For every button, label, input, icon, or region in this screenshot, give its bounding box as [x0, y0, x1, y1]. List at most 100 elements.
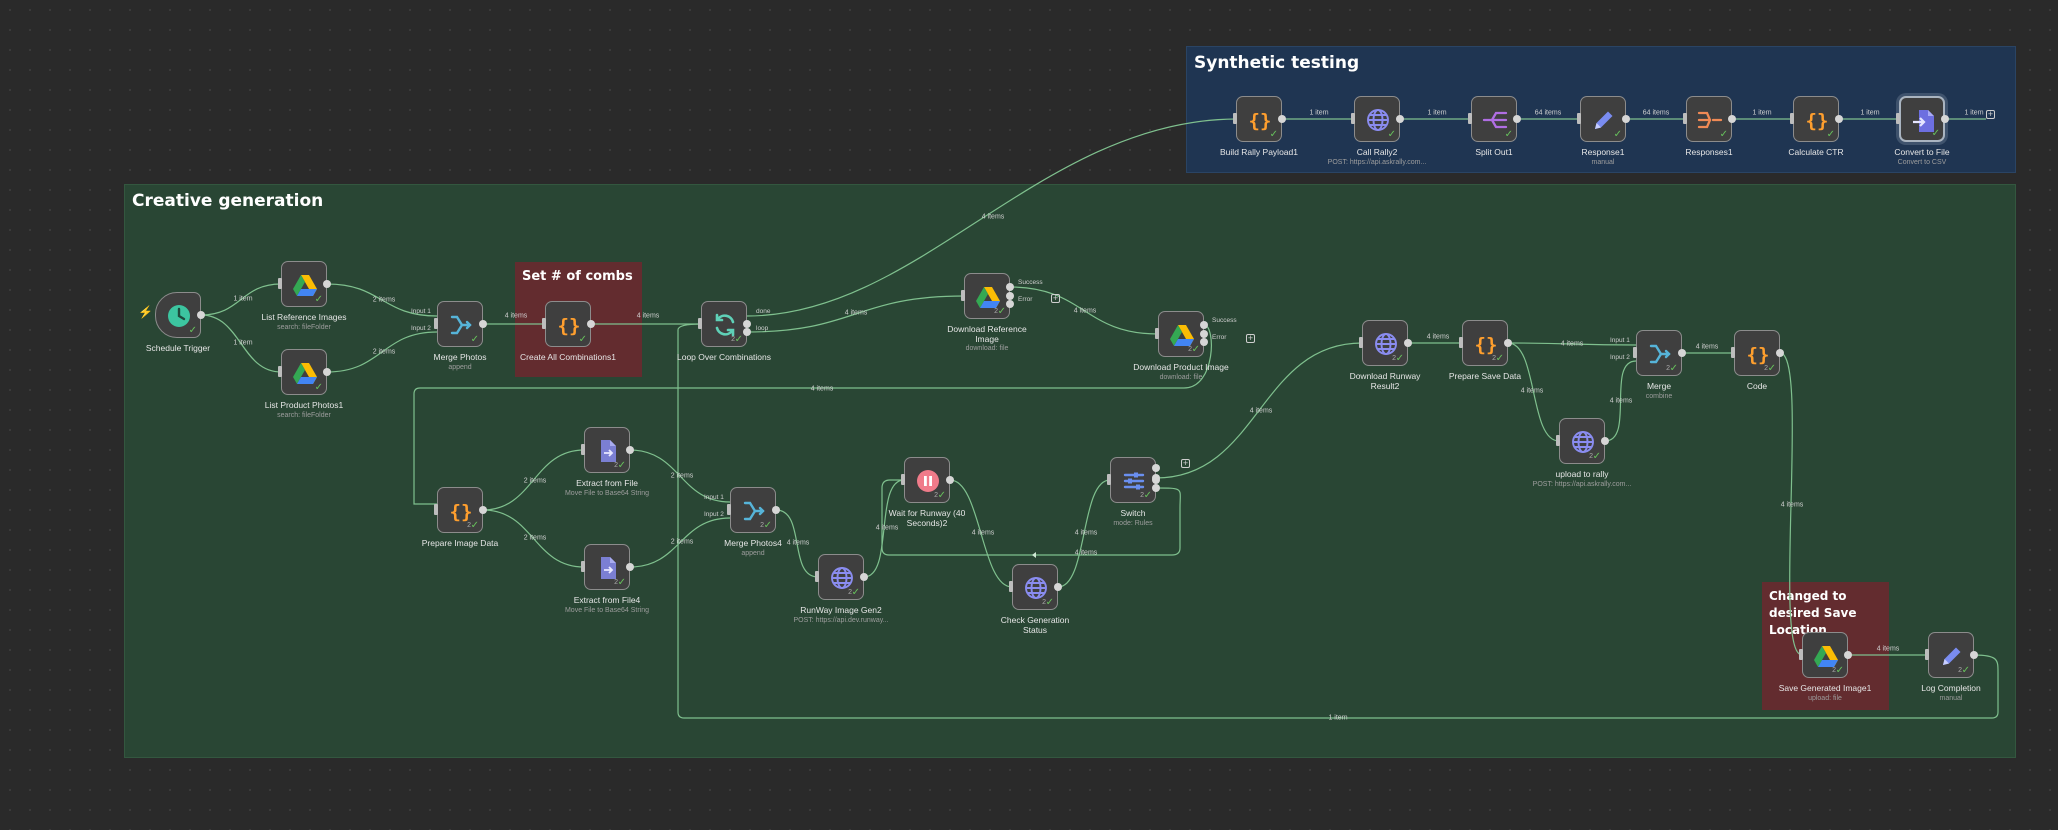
- connection-e20[interactable]: [1155, 342, 1363, 479]
- output-port[interactable]: [479, 506, 487, 514]
- connection-e15[interactable]: [775, 509, 819, 578]
- node-call[interactable]: ✓: [1354, 96, 1400, 142]
- node-prepsave[interactable]: {}2✓: [1462, 320, 1508, 366]
- output-port[interactable]: [743, 320, 751, 328]
- output-port[interactable]: [1622, 115, 1630, 123]
- output-port[interactable]: [1152, 474, 1160, 482]
- connection-e2[interactable]: [200, 314, 282, 373]
- output-port[interactable]: [1152, 484, 1160, 492]
- connection-e19[interactable]: [881, 479, 1181, 556]
- node-resps[interactable]: ✓: [1686, 96, 1732, 142]
- output-port[interactable]: [1728, 115, 1736, 123]
- connection-e18[interactable]: [1057, 479, 1111, 588]
- connection-e4[interactable]: [326, 331, 438, 373]
- output-port[interactable]: [323, 280, 331, 288]
- node-check[interactable]: 2✓: [1012, 564, 1058, 610]
- node-ctr[interactable]: {}✓: [1793, 96, 1839, 142]
- node-runway[interactable]: 2✓: [818, 554, 864, 600]
- input-port[interactable]: [581, 444, 585, 455]
- output-port[interactable]: [946, 476, 954, 484]
- input-port[interactable]: [1896, 113, 1900, 124]
- input-port[interactable]: [434, 318, 438, 329]
- node-extract1[interactable]: 2✓: [584, 427, 630, 473]
- node-build[interactable]: {}✓: [1236, 96, 1282, 142]
- output-port[interactable]: [197, 311, 205, 319]
- output-port[interactable]: [1601, 437, 1609, 445]
- output-port[interactable]: [1200, 330, 1208, 338]
- input-port[interactable]: [727, 504, 731, 515]
- input-port[interactable]: [1925, 649, 1929, 660]
- input-port[interactable]: [1799, 649, 1803, 660]
- node-dlref[interactable]: 2✓: [964, 273, 1010, 319]
- input-port[interactable]: [1351, 113, 1355, 124]
- input-port[interactable]: [698, 318, 702, 329]
- node-trigger[interactable]: ✓: [155, 292, 201, 338]
- output-port[interactable]: [626, 446, 634, 454]
- output-port[interactable]: [1835, 115, 1843, 123]
- input-port[interactable]: [1459, 337, 1463, 348]
- output-port[interactable]: [323, 368, 331, 376]
- input-port[interactable]: [278, 278, 282, 289]
- input-port[interactable]: [1233, 113, 1237, 124]
- output-port[interactable]: [772, 506, 780, 514]
- output-port[interactable]: [587, 320, 595, 328]
- node-loop[interactable]: 2✓: [701, 301, 747, 347]
- connection-e23[interactable]: [1507, 342, 1560, 442]
- output-port[interactable]: [1404, 339, 1412, 347]
- output-port[interactable]: [1513, 115, 1521, 123]
- output-port[interactable]: [1678, 349, 1686, 357]
- connection-e10[interactable]: [413, 324, 1212, 505]
- output-port[interactable]: [1200, 321, 1208, 329]
- input-port[interactable]: [434, 504, 438, 515]
- output-port[interactable]: [1278, 115, 1286, 123]
- input-port[interactable]: [1107, 474, 1111, 485]
- input-port[interactable]: [1009, 581, 1013, 592]
- node-mergec[interactable]: 2✓: [1636, 330, 1682, 376]
- input-port[interactable]: [1359, 337, 1363, 348]
- node-extract4[interactable]: 2✓: [584, 544, 630, 590]
- node-wait[interactable]: 2✓: [904, 457, 950, 503]
- connection-e8[interactable]: [746, 295, 965, 333]
- input-port[interactable]: [581, 561, 585, 572]
- output-port[interactable]: [1396, 115, 1404, 123]
- input-port[interactable]: [1683, 113, 1687, 124]
- output-port[interactable]: [1006, 283, 1014, 291]
- input-port[interactable]: [901, 474, 905, 485]
- input-port[interactable]: [1155, 328, 1159, 339]
- output-port[interactable]: [1504, 339, 1512, 347]
- node-savegen[interactable]: 2✓: [1802, 632, 1848, 678]
- input-port[interactable]: [542, 318, 546, 329]
- input-port[interactable]: [1731, 347, 1735, 358]
- node-combos[interactable]: {}✓: [545, 301, 591, 347]
- connection-e7[interactable]: [746, 118, 1237, 317]
- input-port[interactable]: [1633, 347, 1637, 358]
- connection-e16[interactable]: [863, 479, 905, 578]
- node-listprod[interactable]: ✓: [281, 349, 327, 395]
- connection-e13[interactable]: [629, 449, 731, 503]
- node-code[interactable]: {}2✓: [1734, 330, 1780, 376]
- connection-e17[interactable]: [949, 479, 1013, 588]
- node-listref[interactable]: ✓: [281, 261, 327, 307]
- connection-e14[interactable]: [629, 517, 731, 568]
- input-port[interactable]: [1556, 435, 1560, 446]
- output-port[interactable]: [1970, 651, 1978, 659]
- input-port[interactable]: [961, 290, 965, 301]
- output-port[interactable]: [860, 573, 868, 581]
- connection-e3[interactable]: [326, 283, 438, 317]
- output-port[interactable]: [743, 328, 751, 336]
- connection-e26[interactable]: [1779, 352, 1803, 656]
- group-synthetic-testing[interactable]: Synthetic testing: [1186, 46, 2016, 173]
- add-node-plus-icon[interactable]: +: [1246, 333, 1255, 343]
- node-split[interactable]: ✓: [1471, 96, 1517, 142]
- connection-e9[interactable]: [1009, 286, 1159, 335]
- connection-e12[interactable]: [482, 509, 585, 568]
- input-port[interactable]: [815, 571, 819, 582]
- output-port[interactable]: [1006, 292, 1014, 300]
- add-node-plus-icon[interactable]: +: [1051, 293, 1060, 303]
- add-node-plus-icon[interactable]: +: [1181, 458, 1190, 468]
- node-dlprod[interactable]: 2✓: [1158, 311, 1204, 357]
- output-port[interactable]: [1200, 338, 1208, 346]
- output-port[interactable]: [626, 563, 634, 571]
- output-port[interactable]: [1152, 464, 1160, 472]
- group-creative-generation[interactable]: Creative generation: [124, 184, 2016, 758]
